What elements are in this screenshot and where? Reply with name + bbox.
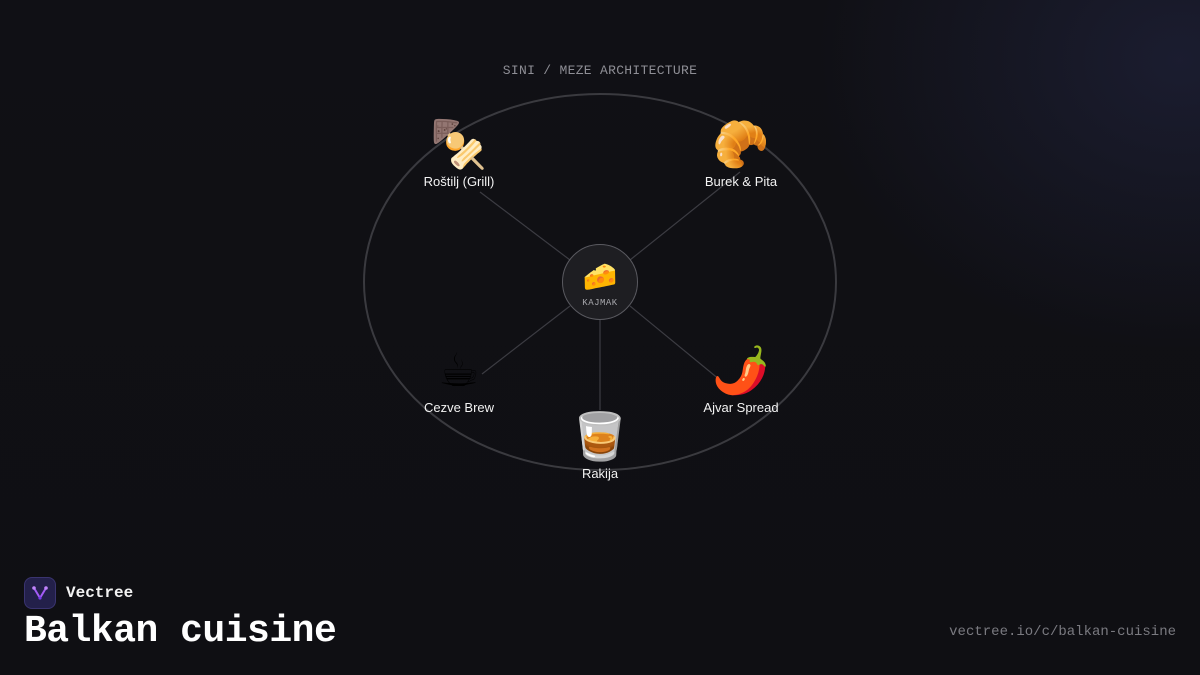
hub-kajmak: 🧀 KAJMAK [562,244,638,320]
node-cezve: ☕ Cezve Brew [394,344,524,415]
edge-cezve [481,305,571,375]
croissant-icon: 🥐 [712,117,770,171]
cheese-icon: 🧀 [582,261,618,292]
brand[interactable]: Vectree [24,577,133,609]
edge-burek [629,171,741,261]
coffee-icon: ☕ [438,343,480,397]
node-label: Burek & Pita [704,174,778,189]
diagram-title: SINI / MEZE ARCHITECTURE [502,63,698,78]
node-label: Roštilj (Grill) [423,174,495,189]
outer-ring [363,93,837,471]
page-title: Balkan cuisine [24,610,337,653]
brand-name: Vectree [66,584,134,602]
node-grill: 🍢 Roštilj (Grill) [394,118,524,189]
node-ajvar: 🌶️ Ajvar Spread [676,344,806,415]
hub-label: KAJMAK [582,298,618,308]
node-label: Cezve Brew [423,400,495,415]
node-rakija: 🥃 Rakija [535,410,665,481]
edge-ajvar [629,305,721,381]
vectree-logo-icon [24,577,56,609]
node-label: Rakija [581,466,619,481]
node-label: Ajvar Spread [703,400,779,415]
skewer-icon: 🍢 [430,117,488,171]
node-burek: 🥐 Burek & Pita [676,118,806,189]
edge-grill [479,191,571,261]
chili-pepper-icon: 🌶️ [712,343,770,397]
tumbler-glass-icon: 🥃 [571,409,629,463]
page-url-link[interactable]: vectree.io/c/balkan-cuisine [949,624,1176,640]
